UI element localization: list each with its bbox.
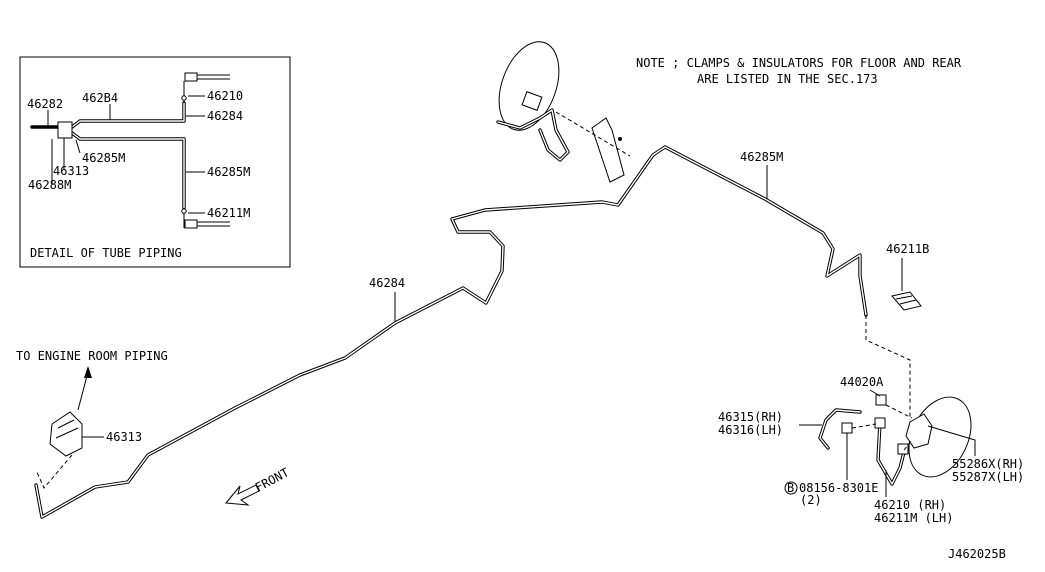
detail-junction-46313 (57, 121, 73, 139)
clip-46211b (891, 291, 922, 311)
front-arrow-icon (225, 484, 260, 506)
detail-node-46211m (181, 208, 187, 214)
label-08156: 08156-8301E (799, 481, 878, 495)
caliper-55286x (905, 413, 933, 449)
bolt-symbol-circle (784, 481, 798, 495)
brake-tube-main (34, 145, 868, 519)
front-bracket (591, 117, 625, 183)
front-dashed-link (555, 111, 631, 157)
label-46211m: 46211M (LH) (874, 511, 953, 525)
leader-55286x (927, 425, 976, 456)
hose-46315-inner (819, 409, 861, 449)
rear-dashed (851, 404, 913, 451)
tube-46284-46285m (34, 145, 868, 519)
front-indicator: FRONT (225, 465, 291, 506)
front-label: FRONT (253, 465, 291, 494)
fitting-46210-top (874, 417, 886, 429)
detail-label-46285m-left: 46285M (82, 151, 125, 165)
detail-tube-46284 (70, 101, 186, 129)
hose-46315 (818, 408, 862, 450)
label-46316: 46316(LH) (718, 423, 783, 437)
engine-arrow-head (84, 366, 92, 378)
detail-leaders (47, 95, 205, 214)
leader-44020a (869, 389, 881, 397)
detail-box: 46282 462B4 46210 46284 46285M 46313 462… (19, 56, 291, 268)
label-46285m: 46285M (740, 150, 783, 164)
label-46284: 46284 (369, 276, 405, 290)
bolt-44020a (875, 394, 887, 406)
detail-label-46285m-right: 46285M (207, 165, 250, 179)
label-55287x: 55287X(LH) (952, 470, 1024, 484)
engine-dashed (35, 454, 73, 489)
engine-area: TO ENGINE ROOM PIPING 46313 (16, 349, 168, 489)
note-line-2: ARE LISTED IN THE SEC.173 (697, 72, 878, 86)
brake-disc-front (498, 41, 560, 131)
dashed-route-rear (865, 315, 911, 420)
tube-gap-1 (380, 234, 400, 238)
detail-hose-bottom (197, 221, 230, 227)
fitting-46210-bottom (897, 443, 909, 455)
tube-gap-2 (640, 234, 660, 238)
detail-label-46284-top: 462B4 (82, 91, 118, 105)
detail-title: DETAIL OF TUBE PIPING (30, 246, 182, 260)
note-line-1: NOTE ; CLAMPS & INSULATORS FOR FLOOR AND… (636, 56, 962, 70)
front-brake-hose-inner (497, 109, 569, 161)
label-46210: 46210 (RH) (874, 498, 946, 512)
label-08156-qty: (2) (800, 493, 822, 507)
hose-46210-inner (877, 421, 905, 485)
label-44020a: 44020A (840, 375, 884, 389)
front-bolt (618, 137, 622, 141)
clip-46211b-body (891, 291, 922, 311)
bolt-symbol: B (787, 481, 794, 495)
label-46315: 46315(RH) (718, 410, 783, 424)
front-brake-assembly (496, 41, 631, 183)
detail-tube-46284-inner (71, 102, 185, 128)
detail-connector-bottom (184, 219, 198, 229)
detail-label-46210: 46210 (207, 89, 243, 103)
front-caliper (521, 91, 543, 111)
junction-46313-detail (55, 419, 79, 439)
detail-hose-top (197, 74, 230, 80)
engine-label: TO ENGINE ROOM PIPING (16, 349, 168, 363)
detail-label-46284-right: 46284 (207, 109, 243, 123)
detail-connector-top (184, 72, 198, 82)
detail-label-46313: 46313 (53, 164, 89, 178)
label-55286x: 55286X(RH) (952, 457, 1024, 471)
clip-46211b-detail (895, 295, 917, 305)
bolt-08156 (841, 422, 853, 434)
detail-label-46282: 46282 (27, 97, 63, 111)
figure-id: J462025B (948, 547, 1006, 561)
rear-brake-assembly (818, 394, 972, 486)
detail-tube-46285m-inner (71, 132, 185, 209)
detail-node-46210 (181, 95, 187, 101)
detail-label-46288m: 46288M (28, 178, 71, 192)
tube-46284-46285m-inner (35, 146, 867, 518)
label-46211b: 46211B (886, 242, 929, 256)
detail-frame (19, 56, 291, 268)
label-46313: 46313 (106, 430, 142, 444)
engine-arrow (77, 371, 89, 411)
detail-label-46211m: 46211M (207, 206, 250, 220)
